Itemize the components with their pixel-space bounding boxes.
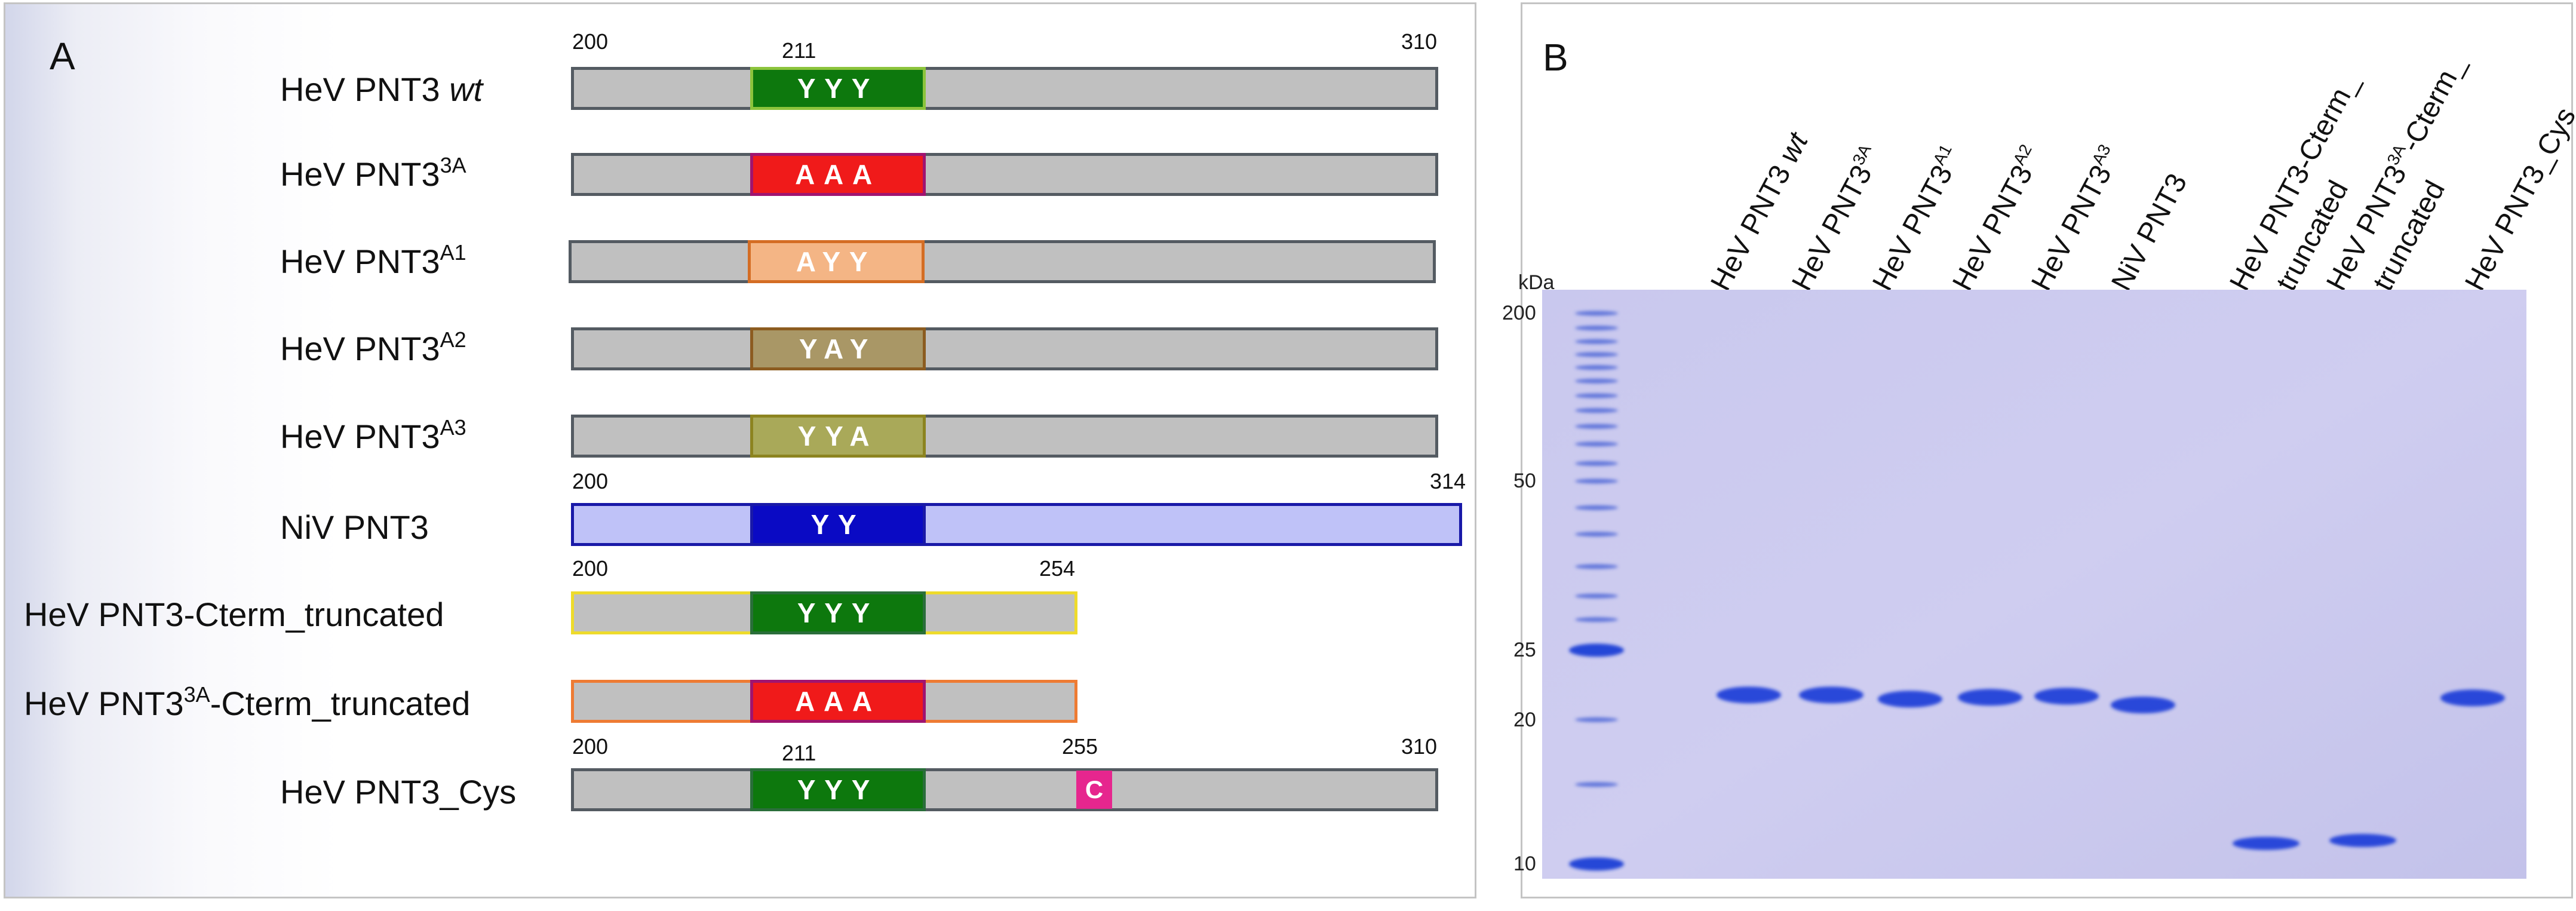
sample-bands <box>1717 686 2505 850</box>
motif-ayy: AYY <box>748 240 925 283</box>
ladder-band <box>1575 532 1618 537</box>
motif-yay: YAY <box>750 327 926 370</box>
row-label-hev-pnt3-a1: HeV PNT3A1 <box>280 240 466 280</box>
ladder-band <box>1575 408 1618 413</box>
motif-yyy-truncated: YYY <box>750 591 926 634</box>
row-label-hev-pnt3-3a-cterm-truncated: HeV PNT33A-Cterm_truncated <box>24 682 471 722</box>
sample-band <box>1717 686 1781 704</box>
motif-yy: YY <box>750 503 926 546</box>
sample-band <box>2440 689 2505 707</box>
residue-number-cys-motif: 211 <box>782 741 816 765</box>
gel-background <box>1542 290 2526 879</box>
ladder-band <box>1575 593 1618 599</box>
bar-hev-pnt3-wt <box>571 67 1438 110</box>
residue-number-niv-end: 314 <box>1430 469 1466 493</box>
ladder-band <box>1575 478 1618 484</box>
residue-number-cys-pos: 255 <box>1062 734 1098 759</box>
ladder-band <box>1575 424 1618 429</box>
kda-marker-200: 200 <box>1502 302 1536 325</box>
ladder-band <box>1575 505 1618 510</box>
ladder-band <box>1575 393 1618 398</box>
row-label-hev-pnt3-a2: HeV PNT3A2 <box>280 327 466 367</box>
row-label-hev-pnt3-3a: HeV PNT33A <box>280 153 466 193</box>
ladder-band <box>1569 857 1624 871</box>
sample-band <box>1958 689 2022 706</box>
gel-image <box>1542 290 2526 879</box>
sample-band <box>1878 691 1942 708</box>
residue-number-niv-start: 200 <box>572 469 609 493</box>
row-label-hev-pnt3-wt: HeV PNT3 wt <box>280 70 483 108</box>
residue-number-trunc-start: 200 <box>572 556 609 581</box>
ladder-band <box>1575 717 1618 722</box>
residue-number-wt-end: 310 <box>1401 29 1438 54</box>
bar-hev-pnt3-cys <box>571 768 1438 811</box>
kda-marker-50: 50 <box>1513 470 1536 493</box>
panel-b-letter: B <box>1543 36 1568 79</box>
kda-marker-10: 10 <box>1513 852 1536 876</box>
sample-band <box>2233 836 2299 850</box>
bar-niv-pnt3 <box>571 503 1462 546</box>
bar-hev-pnt3-a1 <box>569 240 1436 283</box>
ladder-band <box>1575 564 1618 569</box>
ladder-band <box>1575 339 1618 344</box>
ladder-band <box>1575 441 1618 447</box>
bar-hev-pnt3-a3 <box>571 415 1438 458</box>
ladder-band <box>1575 326 1618 331</box>
ladder-band <box>1575 461 1618 466</box>
motif-yyy: YYY <box>750 67 926 110</box>
ladder-lane <box>1569 311 1624 871</box>
ladder-band <box>1569 643 1624 657</box>
residue-number-wt-motif: 211 <box>782 38 816 63</box>
residue-number-trunc-end: 254 <box>1039 556 1076 581</box>
row-label-hev-pnt3-cterm-truncated: HeV PNT3-Cterm_truncated <box>24 596 444 633</box>
panel-a-letter: A <box>50 35 75 78</box>
sample-band <box>2111 697 2175 714</box>
motif-aaa-truncated: AAA <box>750 680 926 723</box>
cysteine-marker: C <box>1076 771 1112 809</box>
bar-hev-pnt3-a2 <box>571 327 1438 370</box>
kda-marker-25: 25 <box>1513 639 1536 662</box>
row-label-hev-pnt3-a3: HeV PNT3A3 <box>280 415 466 455</box>
motif-yya: YYA <box>750 415 926 458</box>
ladder-band <box>1575 617 1618 622</box>
bar-hev-pnt3-3a <box>571 153 1438 196</box>
ladder-band <box>1575 352 1618 357</box>
sample-band <box>2329 833 2396 847</box>
residue-number-cys-end: 310 <box>1401 734 1438 759</box>
motif-aaa: AAA <box>750 153 926 196</box>
kda-marker-20: 20 <box>1513 708 1536 731</box>
ladder-band <box>1575 311 1618 316</box>
kda-unit-label: kDa <box>1518 271 1555 294</box>
residue-number-wt-start: 200 <box>572 29 609 54</box>
sample-band <box>2034 688 2099 705</box>
motif-yyy-cys: YYY <box>750 768 926 811</box>
ladder-band <box>1575 365 1618 370</box>
ladder-band <box>1575 378 1618 384</box>
ladder-band <box>1575 782 1618 787</box>
residue-number-cys-start: 200 <box>572 734 609 759</box>
sample-band <box>1799 686 1863 704</box>
row-label-hev-pnt3-cys: HeV PNT3_Cys <box>280 773 517 811</box>
row-label-niv-pnt3: NiV PNT3 <box>280 508 429 546</box>
